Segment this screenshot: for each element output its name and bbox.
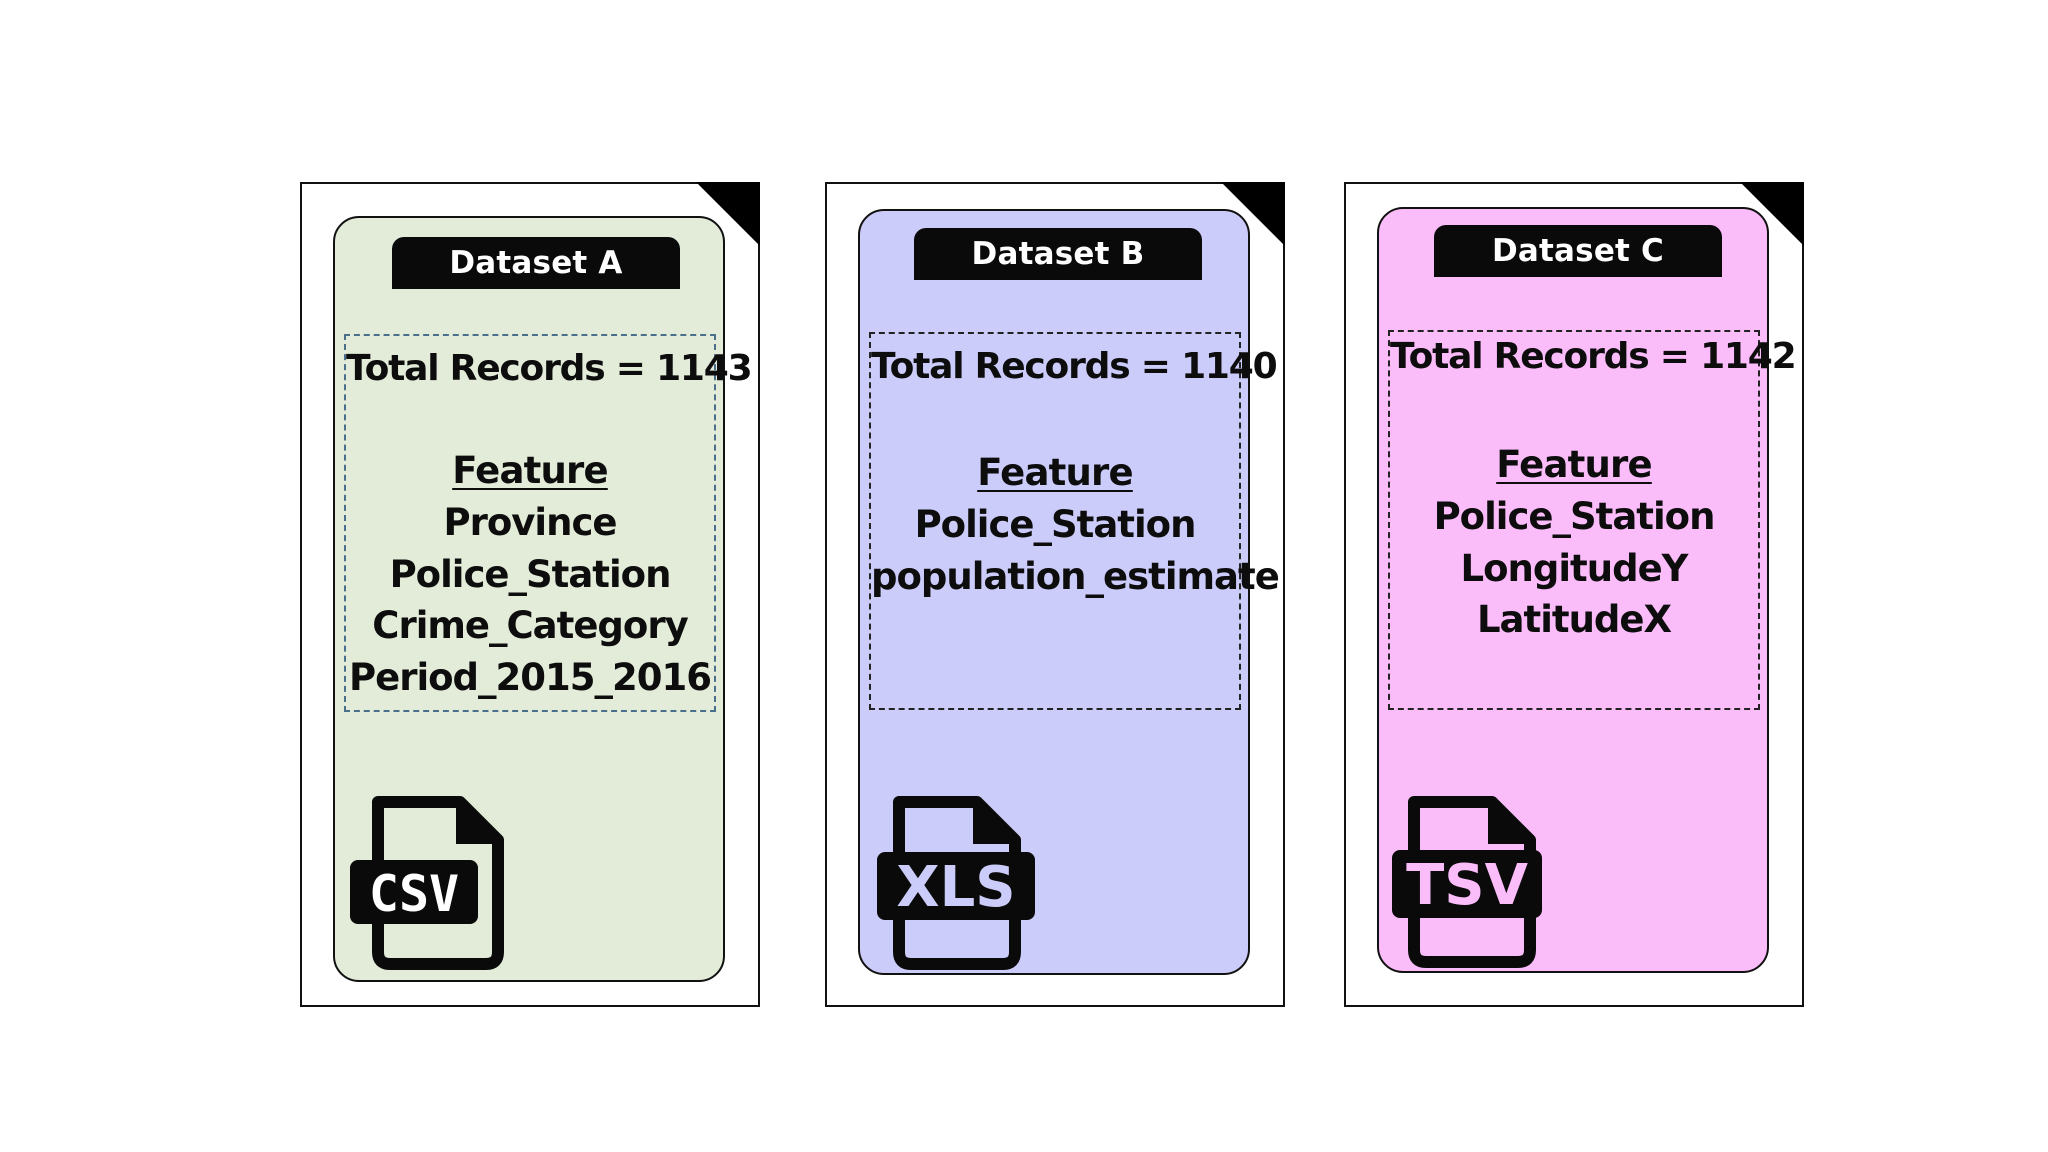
csv-icon-label: CSV: [369, 865, 459, 923]
dataset-c-feature-heading: Feature: [1496, 443, 1652, 486]
dataset-c-details: Total Records = 1142 Feature Police_Stat…: [1388, 330, 1797, 710]
dataset-b-feature: Police_Station: [914, 503, 1197, 546]
tsv-file-icon: TSV: [1392, 796, 1542, 968]
dataset-c-feature: Police_Station: [1433, 495, 1716, 538]
dataset-a-panel: [333, 216, 725, 982]
tsv-icon-label: TSV: [1406, 853, 1529, 918]
xls-icon-label: XLS: [896, 855, 1015, 920]
dataset-b-total-records: Total Records = 1140: [871, 346, 1278, 387]
dataset-a-feature: Province: [443, 501, 618, 544]
xls-file-icon: XLS: [877, 796, 1035, 970]
csv-file-icon: CSV: [350, 796, 504, 970]
dataset-b-feature-heading: Feature: [977, 451, 1133, 494]
dataset-a-feature: Crime_Category: [372, 604, 688, 647]
dataset-b-panel: [858, 209, 1250, 975]
dataset-a-title: Dataset A: [392, 237, 680, 289]
dataset-a-details: Total Records = 1143 Feature Province Po…: [344, 334, 753, 712]
dataset-b-feature: population_estimate: [871, 554, 1280, 598]
dataset-b-title: Dataset B: [914, 228, 1202, 280]
dataset-a-total-records: Total Records = 1143: [346, 348, 753, 389]
dataset-c-total-records: Total Records = 1142: [1390, 336, 1797, 377]
dataset-a-feature: Police_Station: [389, 552, 672, 596]
dataset-a-feature: Period_2015_2016: [348, 655, 712, 699]
dataset-c-feature: LongitudeY: [1460, 546, 1689, 590]
dataset-b-details: Total Records = 1140 Feature Police_Stat…: [869, 332, 1280, 710]
dataset-a-feature-heading: Feature: [452, 449, 608, 492]
dataset-c-title: Dataset C: [1434, 225, 1722, 277]
dataset-c-panel: [1377, 207, 1769, 973]
dataset-c-feature: LatitudeX: [1476, 598, 1672, 641]
